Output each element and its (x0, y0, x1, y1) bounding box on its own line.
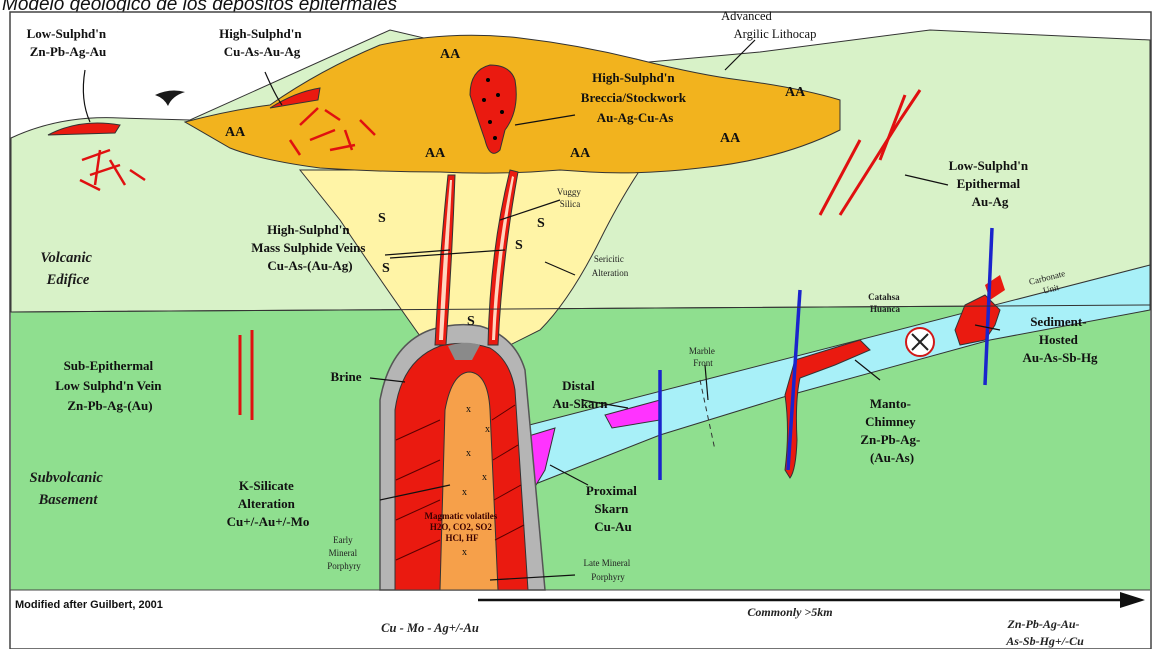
crossed-hammers-icon (906, 328, 934, 356)
x-mark: x (485, 424, 490, 435)
s-mark: S (467, 314, 475, 329)
aa-mark: AA (570, 146, 591, 161)
aa-mark: AA (720, 131, 741, 146)
s-mark: S (537, 216, 545, 231)
s-mark: S (382, 261, 390, 276)
k-silicate-label: K-Silicate Alteration Cu+/-Au+/-Mo (227, 478, 310, 529)
porphyry-metals-label: Cu - Mo - Ag+/-Au (381, 621, 479, 635)
credit-label: Modified after Guilbert, 2001 (15, 599, 163, 611)
x-mark: x (462, 487, 467, 498)
aa-mark: AA (440, 47, 461, 62)
brine-label: Brine (330, 369, 361, 384)
x-mark: x (462, 547, 467, 558)
s-mark: S (378, 211, 386, 226)
x-mark: x (482, 472, 487, 483)
x-mark: x (466, 448, 471, 459)
aa-mark: AA (425, 146, 446, 161)
mass-sulphide-label: High-Sulphd'n Mass Sulphide Veins Cu-As-… (251, 222, 368, 273)
x-mark: x (466, 404, 471, 415)
breccia-label: High-Sulphd'n Breccia/Stockwork Au-Ag-Cu… (581, 70, 689, 125)
s-mark: S (515, 238, 523, 253)
aa-mark: AA (785, 85, 806, 100)
aa-mark: AA (225, 125, 246, 140)
sub-epithermal-label: Sub-Epithermal Low Sulphd'n Vein Zn-Pb-A… (55, 358, 164, 413)
distance-label: Commonly >5km (747, 605, 832, 619)
